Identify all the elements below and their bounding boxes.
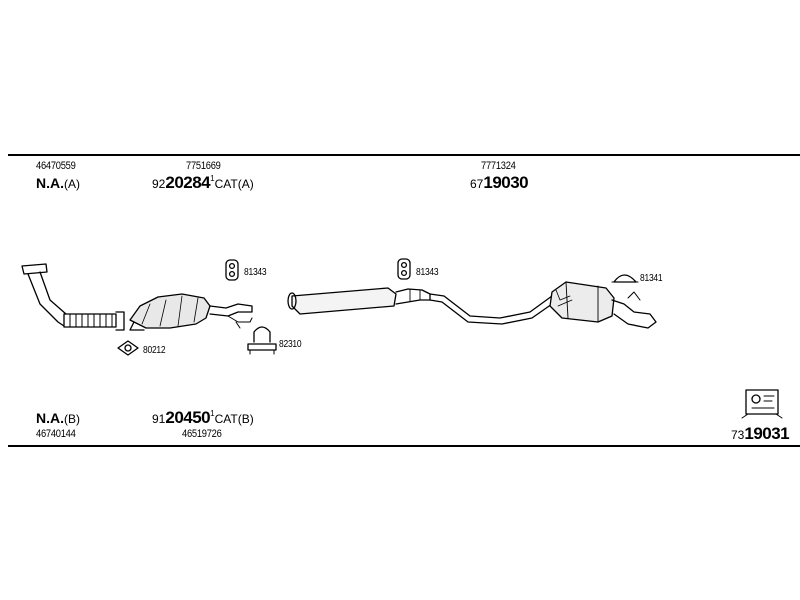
top-left-na-text: N.A. — [36, 175, 64, 191]
rear-silencer-icon — [549, 281, 657, 329]
hanger-label-1: 81343 — [244, 267, 267, 278]
hanger-label-2: 81343 — [416, 267, 439, 278]
top-mid-ref-suffix: CAT(A) — [214, 177, 254, 191]
top-right-reference: 6719030 — [470, 173, 529, 193]
rear-hanger-label: 81341 — [640, 273, 663, 284]
clamp-icon — [247, 326, 277, 355]
bottom-mid-ref-number: 20450 — [165, 408, 211, 427]
bottom-left-na-suffix: (B) — [64, 412, 80, 426]
gasket-icon — [117, 340, 139, 356]
top-left-part-number: 46470559 — [36, 160, 76, 172]
gasket-label: 80212 — [143, 345, 166, 356]
top-mid-part-number: 7751669 — [186, 160, 221, 172]
top-mid-ref-mark: 1 — [210, 174, 215, 183]
top-right-ref-prefix: 67 — [470, 177, 484, 191]
bottom-mid-part-number: 46519726 — [182, 428, 222, 440]
catalytic-converter-icon — [129, 293, 253, 331]
front-pipe-icon — [21, 263, 125, 331]
clamp-label: 82310 — [279, 339, 302, 350]
bottom-mid-ref-suffix: CAT(B) — [214, 412, 254, 426]
top-left-na: N.A.(A) — [36, 175, 80, 193]
top-mid-ref-number: 20284 — [165, 173, 211, 192]
top-right-part-number: 7771324 — [481, 160, 516, 172]
middle-silencer-icon — [287, 287, 553, 325]
top-left-na-suffix: (A) — [64, 177, 80, 191]
rubber-hanger-icon — [225, 259, 239, 281]
bottom-right-reference: 7319031 — [731, 424, 790, 444]
rubber-hanger-icon — [397, 258, 411, 280]
top-mid-reference: 92202841CAT(A) — [152, 173, 254, 193]
top-rule — [8, 154, 800, 156]
bottom-left-part-number: 46740144 — [36, 428, 76, 440]
bottom-mid-ref-mark: 1 — [210, 409, 215, 418]
bottom-left-na: N.A.(B) — [36, 410, 80, 428]
bottom-mid-reference: 91204501CAT(B) — [152, 408, 254, 428]
top-mid-ref-prefix: 92 — [152, 177, 166, 191]
top-right-ref-number: 19030 — [483, 173, 529, 192]
bottom-rule — [8, 445, 800, 447]
rubber-hanger-icon — [611, 274, 639, 283]
bottom-left-na-text: N.A. — [36, 410, 64, 426]
bottom-right-ref-number: 19031 — [744, 424, 790, 443]
bottom-right-ref-prefix: 73 — [731, 428, 745, 442]
mounting-kit-icon — [741, 389, 783, 419]
bottom-mid-ref-prefix: 91 — [152, 412, 166, 426]
